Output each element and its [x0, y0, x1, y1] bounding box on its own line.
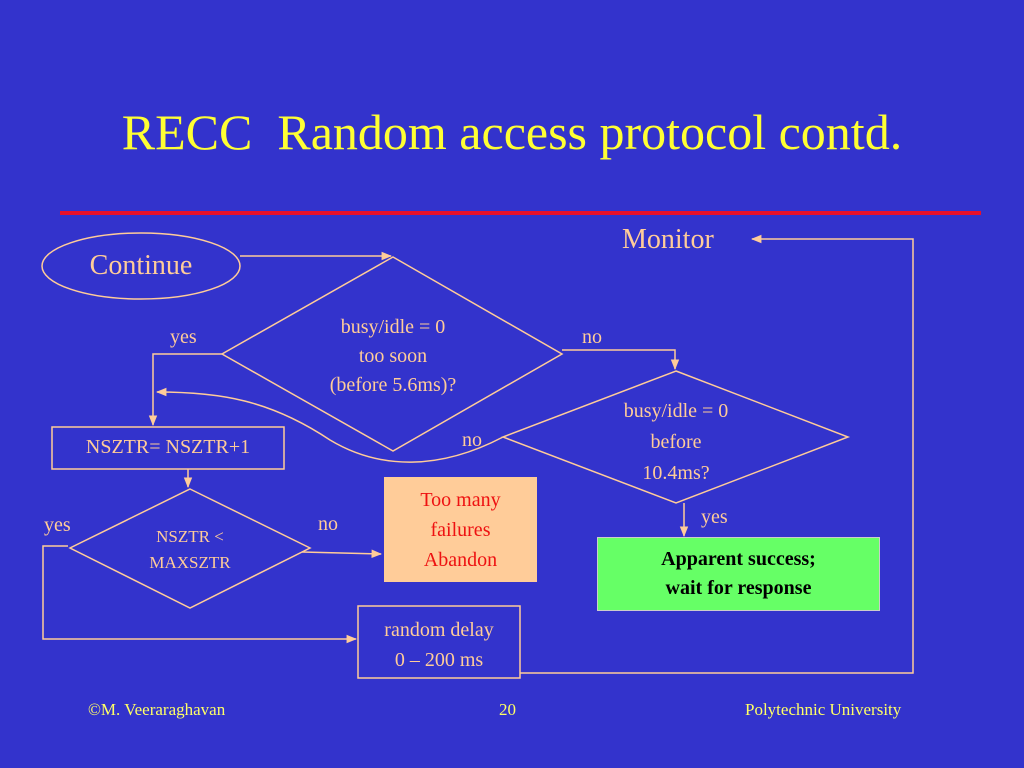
decision-too-soon-no-label: no: [582, 326, 602, 348]
decision-too-soon-text: busy/idle = 0 too soon (before 5.6ms)?: [293, 313, 493, 400]
decision-max-yes-label: yes: [44, 514, 71, 536]
delay-box-outline: [357, 605, 521, 679]
success-line-1: Apparent success;: [661, 548, 816, 570]
monitor-label: Monitor: [622, 224, 714, 255]
decision-too-soon-line-3: (before 5.6ms)?: [329, 374, 457, 396]
start-ellipse: [41, 232, 241, 300]
decision-before-yes-label: yes: [701, 506, 728, 528]
decision-too-soon-line-1: busy/idle = 0: [340, 316, 446, 338]
increment-box-outline: [51, 426, 285, 470]
start-label: Continue: [89, 250, 193, 281]
delay-line-2: 0 – 200 ms: [394, 649, 484, 671]
footer-page-number: 20: [499, 700, 516, 719]
connector-max-yes: [42, 545, 358, 644]
footer-author: ©M. Veeraraghavan: [88, 700, 226, 719]
delay-line-1: random delay: [384, 619, 494, 641]
delay-text: random delay 0 – 200 ms: [358, 615, 520, 675]
decision-before-diamond: [500, 370, 851, 504]
decision-max-text: NSZTR < MAXSZTR: [110, 524, 270, 576]
decision-before-line-1: busy/idle = 0: [623, 400, 729, 422]
slide-title: RECC Random access protocol contd.: [121, 104, 903, 160]
decision-too-soon-yes-label: yes: [170, 326, 197, 348]
increment-label: NSZTR= NSZTR+1: [85, 436, 251, 458]
success-box: Apparent success; wait for response: [597, 537, 880, 611]
decision-max-line-2: MAXSZTR: [149, 553, 231, 572]
decision-before-line-2: before: [650, 431, 702, 453]
abandon-line-1: Too many: [420, 488, 501, 511]
decision-too-soon-diamond: [220, 256, 564, 452]
connector-too-soon-yes: [148, 353, 222, 427]
decision-max-line-1: NSZTR <: [156, 527, 224, 546]
title-divider: [60, 211, 981, 215]
connector-before-no-curve: [155, 387, 504, 463]
footer-institution: Polytechnic University: [745, 700, 902, 719]
abandon-box: Too many failures Abandon: [384, 477, 537, 582]
decision-max-no-label: no: [318, 513, 338, 535]
abandon-line-2: failures: [430, 518, 491, 541]
decision-max-diamond: [68, 488, 312, 609]
connector-max-no: [301, 549, 383, 558]
connector-delay-to-monitor: [520, 234, 914, 674]
decision-too-soon-line-2: too soon: [358, 345, 428, 367]
decision-before-line-3: 10.4ms?: [642, 462, 710, 484]
success-line-2: wait for response: [665, 577, 812, 599]
connector-too-soon-no: [562, 349, 680, 371]
decision-before-text: busy/idle = 0 before 10.4ms?: [576, 396, 776, 489]
abandon-line-3: Abandon: [423, 548, 498, 571]
decision-before-no-label: no: [462, 429, 482, 451]
